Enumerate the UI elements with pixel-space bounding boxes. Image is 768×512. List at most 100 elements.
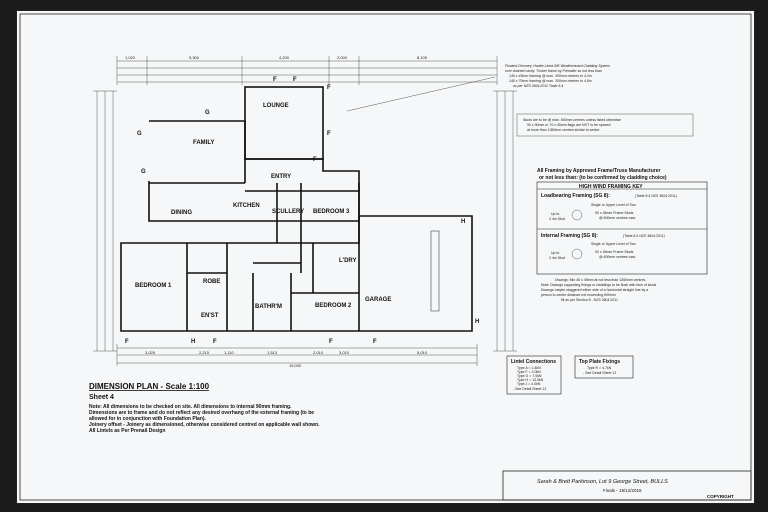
- room-lounge: LOUNGE: [263, 103, 289, 109]
- sheet-number: Sheet 4: [89, 394, 114, 401]
- dim-top-1: 1,020: [125, 55, 136, 60]
- mark-g-2: G: [137, 131, 142, 137]
- title-copyright: COPYRIGHT: [707, 494, 734, 499]
- dim-bottom-1: 3,025: [145, 350, 156, 355]
- wind-key-box: [536, 181, 708, 275]
- mark-f-4: F: [327, 131, 331, 137]
- bottom-dimensions: [116, 344, 478, 366]
- wind-key-title: HIGH WIND FRAMING KEY: [579, 184, 643, 190]
- svg-text:All Lintels as Per Prenail Des: All Lintels as Per Prenail Design: [89, 428, 165, 434]
- wind-key-size-lb: 90 x 45mm Frame Studs: [595, 211, 634, 215]
- mark-f-6: F: [125, 339, 129, 345]
- drawing-sheet: 1,020 5,300 4,200 2,000 8,105 3,025 2,21…: [16, 10, 755, 504]
- svg-text:Type J = 4.0kN: Type J = 4.0kN: [517, 382, 541, 386]
- plan-notes: Note: All dimensions to be checked on si…: [89, 404, 320, 434]
- mark-h-2: H: [475, 319, 479, 325]
- dim-bottom-2: 2,215: [199, 350, 210, 355]
- svg-text:Dwangs: Min 45 x 45mm at not l: Dwangs: Min 45 x 45mm at not less than 1…: [555, 278, 646, 282]
- garage-door: [430, 230, 440, 312]
- mark-f-8: F: [329, 339, 333, 345]
- room-robe: ROBE: [203, 279, 220, 285]
- svg-text:140 x 45mm framing @ max. 300m: 140 x 45mm framing @ max. 300mm centres …: [509, 74, 592, 78]
- studs-note-1: Studs are to be @ max. 600mm centres unl…: [523, 118, 621, 122]
- studs-note-3: at more than 1350mm centres similar to c…: [527, 128, 600, 132]
- dim-top-2: 5,300: [189, 55, 200, 60]
- dim-top-5: 8,105: [417, 55, 428, 60]
- leader-line: [346, 76, 496, 112]
- title-client: Sarah & Brett Parkinson, Lot 9 George St…: [537, 479, 668, 485]
- svg-text:Note: All dimensions to be che: Note: All dimensions to be checked on si…: [89, 404, 292, 410]
- svg-text:person to centre distance not: person to centre distance not exceeding …: [541, 293, 616, 297]
- mark-h-3: H: [191, 339, 195, 345]
- plan-title: DIMENSION PLAN - Scale 1:100: [89, 382, 210, 391]
- wind-key-size-int: 90 x 45mm Frame Studs: [595, 250, 634, 254]
- svg-text:Floated Chimney: Hardie Linea: Floated Chimney: Hardie Linea 8/B Weathe…: [505, 64, 610, 68]
- room-ldry: L'DRY: [339, 258, 357, 264]
- stud-symbol-2: [571, 248, 583, 260]
- room-scullery: SCULLERY: [272, 209, 304, 215]
- mark-h-1: H: [461, 219, 465, 225]
- wind-key-loadbearing-ref: (Table 8.4 NZS 3604:2011): [635, 194, 677, 198]
- room-family: FAMILY: [193, 140, 214, 146]
- svg-text:Type R = 4.7kN: Type R = 4.7kN: [587, 366, 612, 370]
- dim-top-4: 2,000: [337, 55, 348, 60]
- dim-bottom-overall: 19,000: [289, 363, 302, 368]
- mark-f-7: F: [213, 339, 217, 345]
- topplate-title: Top Plate Fixings: [579, 359, 620, 365]
- dim-bottom-5: 2,010: [313, 350, 324, 355]
- svg-text:- See Detail Sheet 12: - See Detail Sheet 12: [513, 387, 546, 391]
- room-bathrm: BATHR'M: [255, 304, 282, 310]
- room-kitchen: KITCHEN: [233, 203, 260, 209]
- topplate-table: [574, 355, 634, 379]
- studs-note-box: [516, 113, 694, 137]
- mark-f-3: F: [327, 85, 331, 91]
- mark-g-3: G: [141, 169, 146, 175]
- room-bedroom1: BEDROOM 1: [135, 283, 172, 289]
- dim-top-3: 4,200: [279, 55, 290, 60]
- room-garage: GARAGE: [365, 297, 391, 303]
- dim-bottom-4: 1,513: [267, 350, 278, 355]
- svg-text:Dimensions are to frame and do: Dimensions are to frame and do not refle…: [89, 410, 314, 416]
- wind-key-internal-ref: (Table 8.4 NZS 3604:2011): [623, 234, 665, 238]
- dim-bottom-6: 3,010: [339, 350, 350, 355]
- wind-key-upto-1: Up to: [551, 212, 559, 216]
- svg-text:Type H = 13.0kN: Type H = 13.0kN: [517, 378, 544, 382]
- svg-text:- See Detail Sheet 12: - See Detail Sheet 12: [583, 371, 616, 375]
- svg-text:Joinery offset - Joinery as di: Joinery offset - Joinery as dimensioned,…: [89, 422, 320, 428]
- room-dining: DINING: [171, 210, 192, 216]
- title-status: Finals - 19/12/2018: [603, 488, 642, 493]
- room-entry: ENTRY: [271, 174, 291, 180]
- mark-f-5: F: [313, 157, 317, 163]
- svg-text:Type G = 7.0kN: Type G = 7.0kN: [517, 374, 542, 378]
- lintel-marks: G G G F F F F F F F F F H H H: [125, 77, 479, 345]
- title-block: [502, 470, 752, 501]
- svg-text:as per NZS 3604:2011 Table 8.4: as per NZS 3604:2011 Table 8.4: [513, 84, 563, 88]
- svg-text:over drained cavity. Timber fr: over drained cavity. Timber frame by Pre…: [505, 69, 602, 73]
- wind-key-internal: Internal Framing (SG 8):: [541, 233, 598, 239]
- mark-g-1: G: [205, 110, 210, 116]
- wind-key-upto-2: Up to: [551, 251, 559, 255]
- wind-key-cc-lb: @ 600mm centres max.: [599, 216, 636, 220]
- framing-header-1: All Framing by Approved Frame/Truss Manu…: [537, 168, 661, 174]
- wind-key-cc-int: @ 600mm centres max.: [599, 255, 636, 259]
- svg-text:Dwangs maybe staggered either: Dwangs maybe staggered either side of a …: [541, 288, 648, 292]
- svg-text:Type A = 1.4kN: Type A = 1.4kN: [517, 366, 541, 370]
- side-dimensions: [93, 90, 517, 352]
- bracing-note: Dwangs: Min 45 x 45mm at not less than 1…: [541, 278, 656, 302]
- mark-f-1: F: [273, 77, 277, 83]
- walls: [120, 86, 473, 332]
- mark-f-2: F: [293, 77, 297, 83]
- dim-bottom-7: 5,010: [417, 350, 428, 355]
- room-enst: EN'ST: [201, 313, 219, 319]
- wind-key-stud-1: 2.4m Stud: [549, 217, 565, 221]
- room-bedroom2: BEDROOM 2: [315, 303, 352, 309]
- studs-note-2: 90 x 90mm or 70 x 45mm flags are NOT to …: [527, 123, 610, 127]
- wind-key-loadbearing: Loadbearing Framing (SG 8):: [541, 193, 610, 199]
- sheet-frame: [19, 13, 752, 501]
- floor-plan: 1,020 5,300 4,200 2,000 8,105 3,025 2,21…: [19, 13, 752, 501]
- lintel-title: Lintel Connections: [511, 359, 556, 365]
- room-bedroom3: BEDROOM 3: [313, 209, 350, 215]
- wind-key-level-1: Single or Upper Level of Two: [591, 203, 636, 207]
- mark-f-9: F: [373, 339, 377, 345]
- stud-symbol-1: [571, 209, 583, 221]
